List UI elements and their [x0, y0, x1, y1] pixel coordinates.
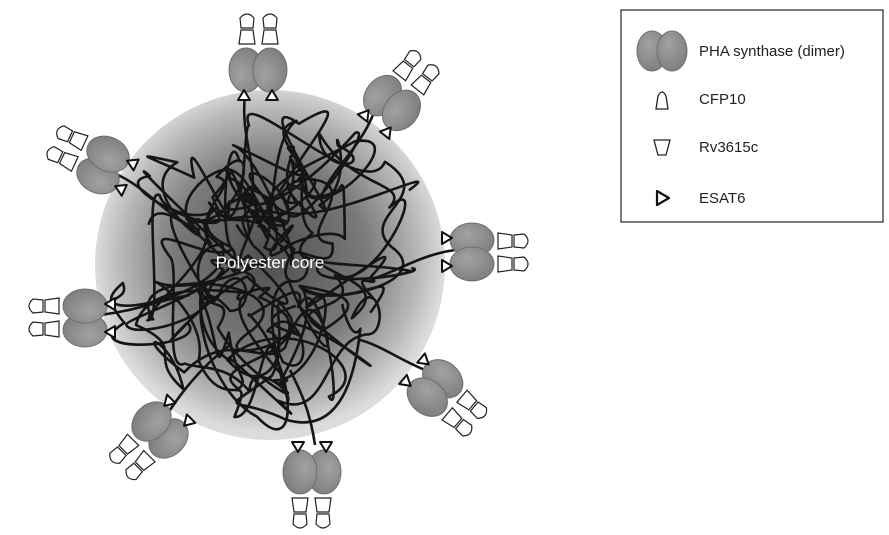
cfp10-icon	[239, 13, 255, 29]
polymer-strand	[359, 338, 426, 372]
cfp10-icon	[469, 401, 488, 419]
pha-synthase-lobe	[282, 449, 318, 495]
esat6-icon	[104, 325, 116, 339]
synthase-unit	[441, 222, 529, 282]
cfp10-icon	[315, 513, 331, 529]
rv3615c-icon	[58, 151, 80, 173]
esat6-icon	[291, 441, 305, 453]
polymer-strand	[288, 369, 317, 446]
synthase-unit	[109, 393, 197, 481]
legend: PHA synthase (dimer) CFP10 Rv3615c ESAT6	[620, 9, 884, 223]
legend-label-esat6: ESAT6	[699, 190, 745, 207]
synthase-unit	[228, 13, 288, 101]
core-label: Polyester core	[216, 253, 325, 272]
rv3615c-icon	[653, 139, 671, 156]
synthase-units	[28, 13, 529, 529]
pha-synthase-dimer-icon	[636, 30, 688, 72]
rv3615c-icon	[238, 29, 256, 45]
rv3615c-icon	[134, 449, 156, 472]
polymer-tangle	[99, 94, 456, 446]
rv3615c-icon	[392, 60, 414, 82]
pha-synthase-lobe	[449, 246, 495, 282]
legend-label-cfp10: CFP10	[699, 91, 746, 108]
synthase-unit	[356, 50, 440, 140]
rv3615c-icon	[291, 497, 309, 513]
polymer-strand	[168, 343, 231, 411]
polymer-strand	[318, 109, 377, 201]
cfp10-icon	[262, 13, 278, 29]
polymer-strand	[99, 293, 191, 317]
polymer-strand	[117, 173, 201, 232]
rv3615c-icon	[497, 232, 513, 250]
esat6-icon	[441, 231, 453, 245]
esat6-icon	[183, 413, 197, 427]
polymer-strand	[124, 155, 385, 391]
cfp10-icon	[56, 125, 74, 143]
rv3615c-icon	[497, 255, 513, 273]
esat6-icon	[441, 259, 453, 273]
cfp10-icon	[109, 446, 127, 464]
cfp10-icon	[292, 513, 308, 529]
synthase-unit	[46, 125, 140, 197]
legend-label-rv3615c: Rv3615c	[699, 139, 759, 156]
rv3615c-icon	[261, 29, 279, 45]
rv3615c-icon	[68, 131, 89, 152]
rv3615c-icon	[410, 74, 432, 96]
polymer-strand	[369, 248, 456, 282]
rv3615c-icon	[118, 433, 140, 455]
cfp10-icon	[513, 233, 529, 249]
cfp10-icon	[513, 256, 529, 272]
synthase-unit	[398, 352, 488, 437]
legend-label-pha-synthase: PHA synthase (dimer)	[699, 43, 845, 60]
cfp10-icon	[28, 321, 44, 337]
esat6-icon	[114, 183, 128, 197]
esat6-icon	[163, 393, 177, 407]
cfp10-icon	[46, 146, 64, 164]
esat6-icon	[104, 297, 116, 311]
cfp10-icon	[403, 50, 422, 68]
esat6-icon	[356, 109, 370, 123]
synthase-unit	[28, 288, 116, 348]
pha-synthase-lobe	[62, 288, 108, 324]
polymer-strand	[110, 180, 420, 431]
esat6-icon	[126, 158, 140, 172]
esat6-icon	[416, 352, 430, 366]
esat6-icon	[265, 89, 279, 101]
cfp10-icon	[454, 418, 473, 437]
synthase-unit	[282, 441, 342, 529]
esat6-icon	[398, 373, 412, 387]
esat6-icon	[237, 89, 251, 101]
pha-synthase-lobe	[252, 47, 288, 93]
rv3615c-icon	[44, 297, 60, 315]
cfp10-icon	[125, 462, 144, 481]
esat6-icon	[319, 441, 333, 453]
polymer-strand	[205, 167, 387, 395]
rv3615c-icon	[441, 406, 463, 429]
esat6-icon	[378, 126, 392, 140]
rv3615c-icon	[44, 320, 60, 338]
esat6-icon	[655, 189, 671, 207]
cfp10-icon	[421, 64, 440, 82]
rv3615c-icon	[314, 497, 332, 513]
polymer-strand	[242, 94, 255, 201]
cfp10-icon	[655, 91, 669, 110]
cfp10-icon	[28, 298, 44, 314]
rv3615c-icon	[455, 389, 478, 411]
polymer-strand	[160, 110, 407, 402]
